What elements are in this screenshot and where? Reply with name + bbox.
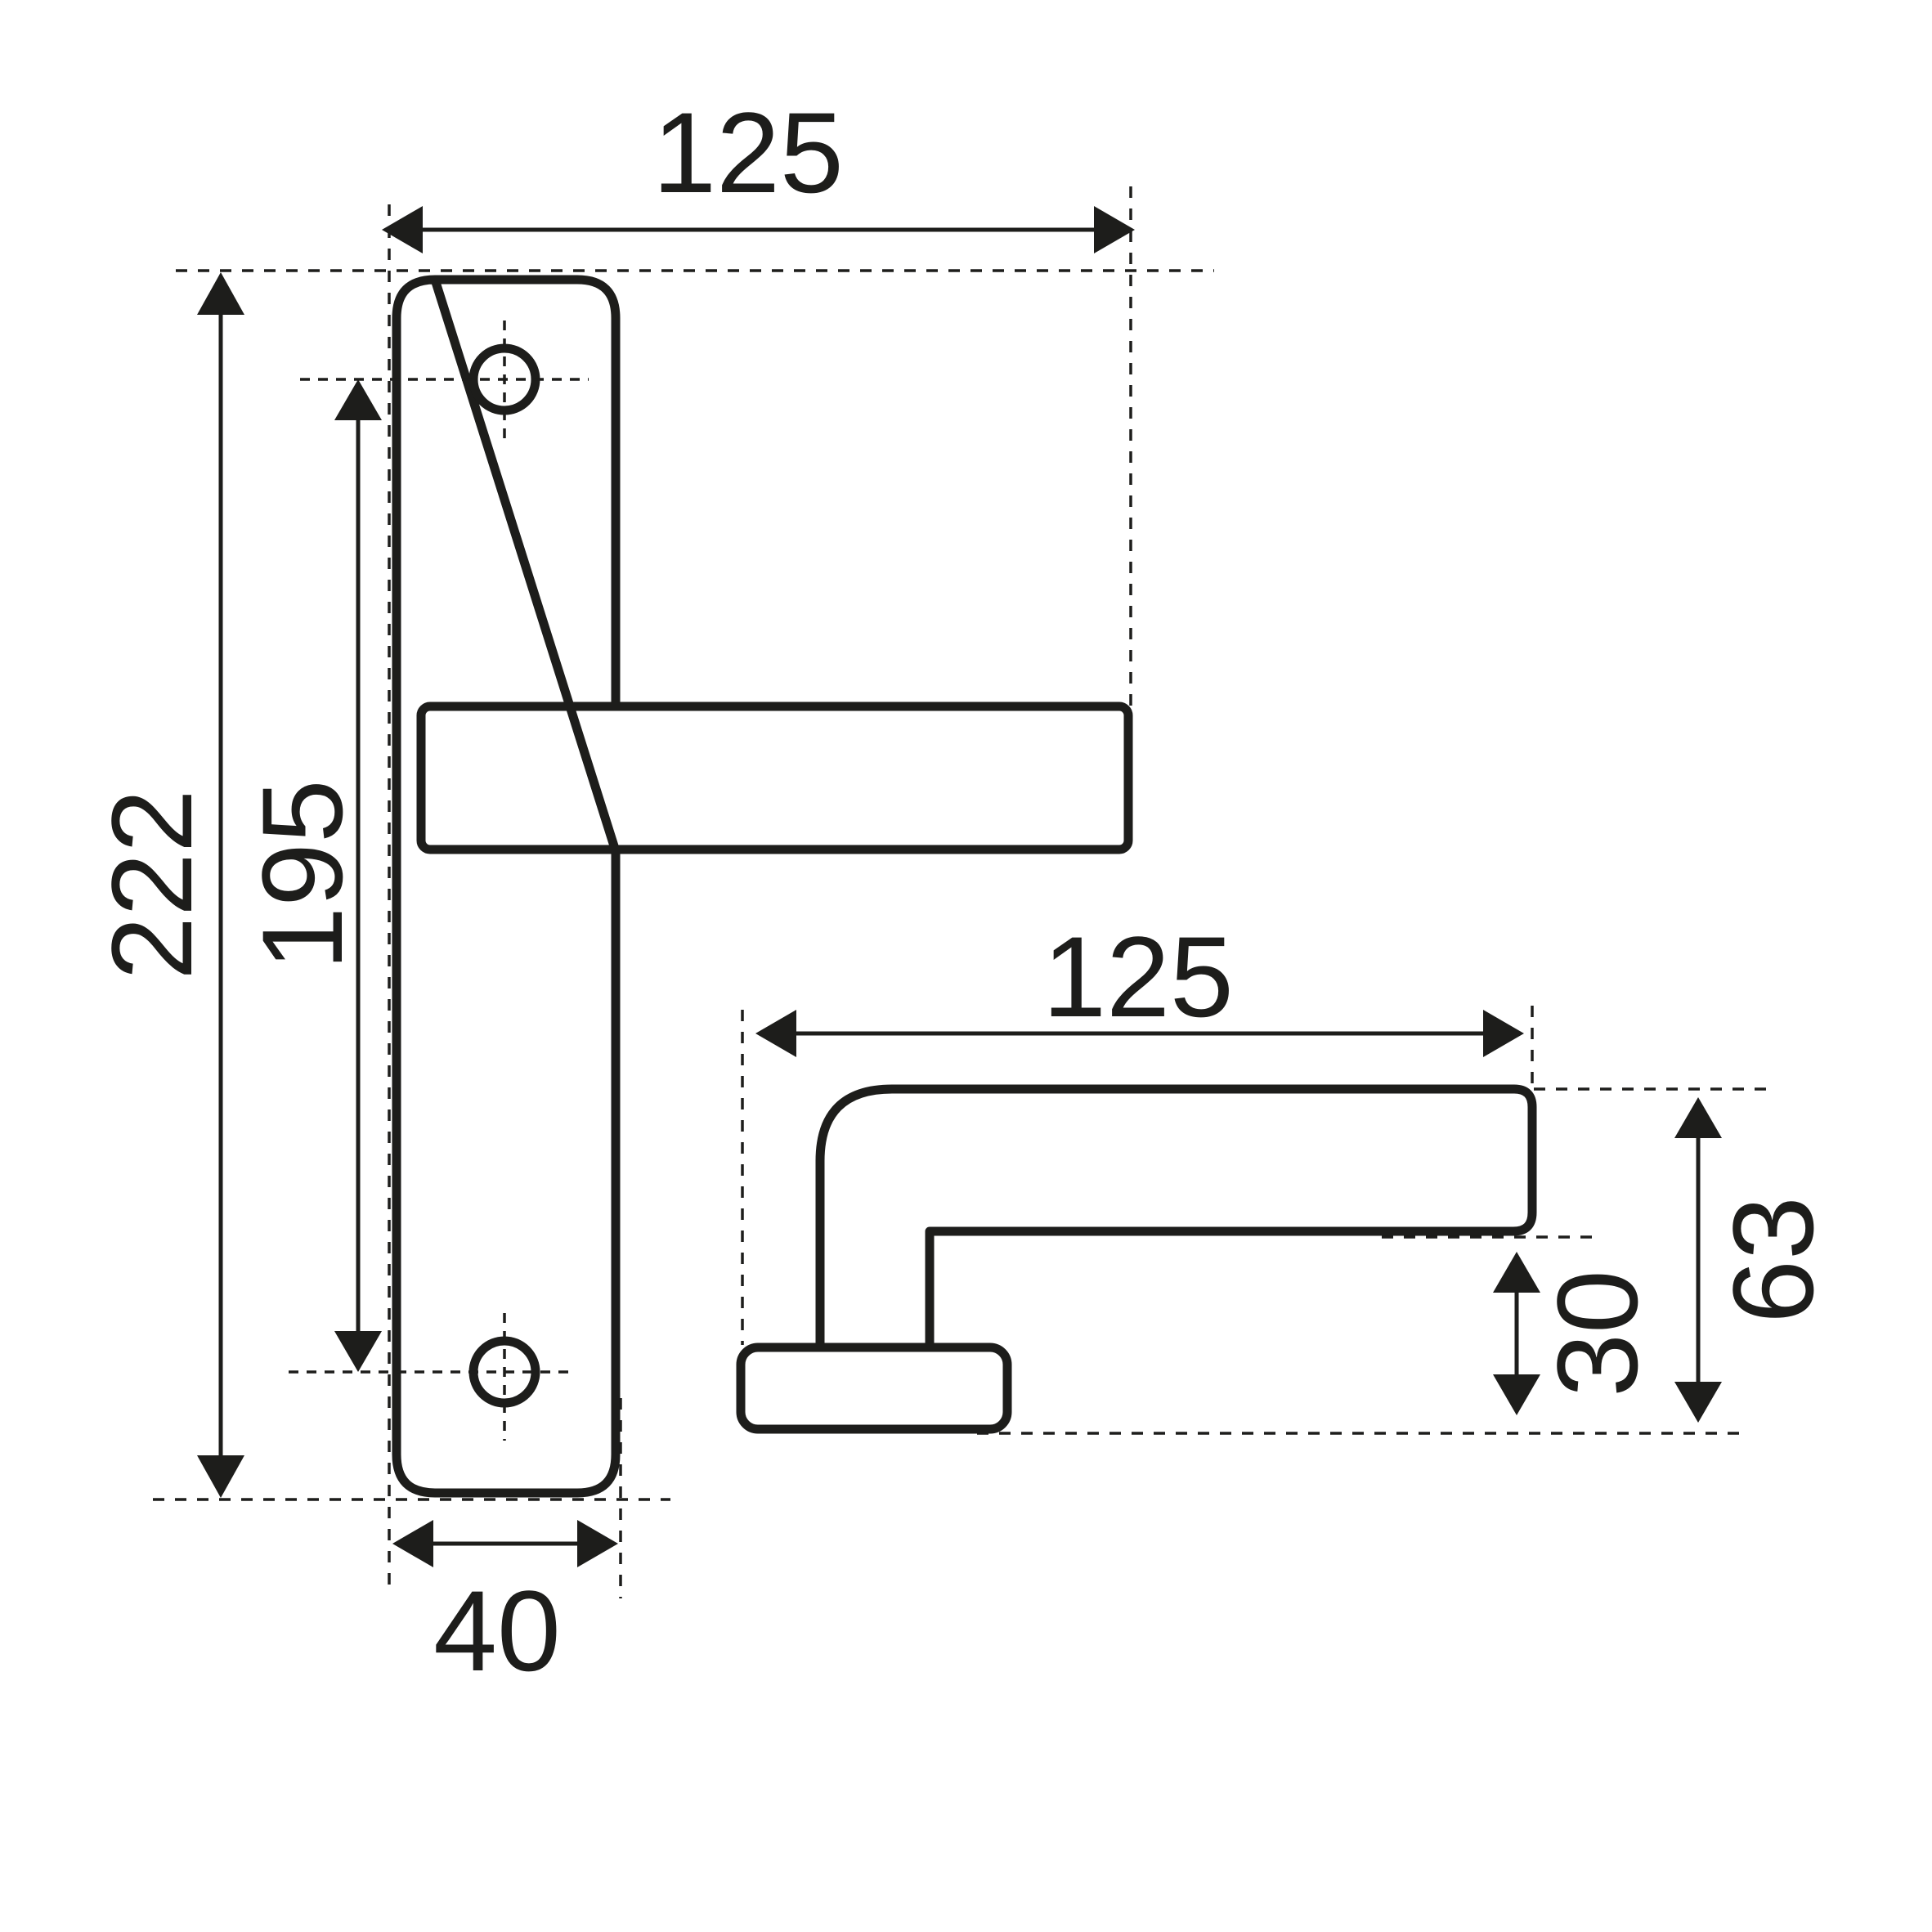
label-63: 63 [1709, 1196, 1837, 1324]
dim-40 [392, 1520, 618, 1567]
label-125-side: 125 [1042, 912, 1234, 1041]
backplate-front-view [289, 275, 621, 1498]
lever-side-view [736, 1084, 1537, 1434]
dim-63 [1674, 1097, 1722, 1423]
extension-lines [153, 186, 1773, 1598]
label-125-front: 125 [652, 88, 844, 217]
label-30: 30 [1533, 1270, 1661, 1397]
lever-side-outline [815, 1084, 1537, 1343]
label-195: 195 [238, 779, 366, 970]
dim-125-side [755, 1010, 1524, 1057]
dim-195 [334, 379, 382, 1372]
rose-side-view [736, 1343, 1012, 1434]
dim-125-front [382, 206, 1135, 253]
label-222: 222 [87, 789, 216, 980]
lever-front-view [416, 702, 1133, 854]
dim-222 [197, 272, 244, 1498]
backplate-outline [392, 275, 621, 1498]
label-40: 40 [433, 1567, 561, 1695]
dim-30 [1493, 1252, 1540, 1415]
